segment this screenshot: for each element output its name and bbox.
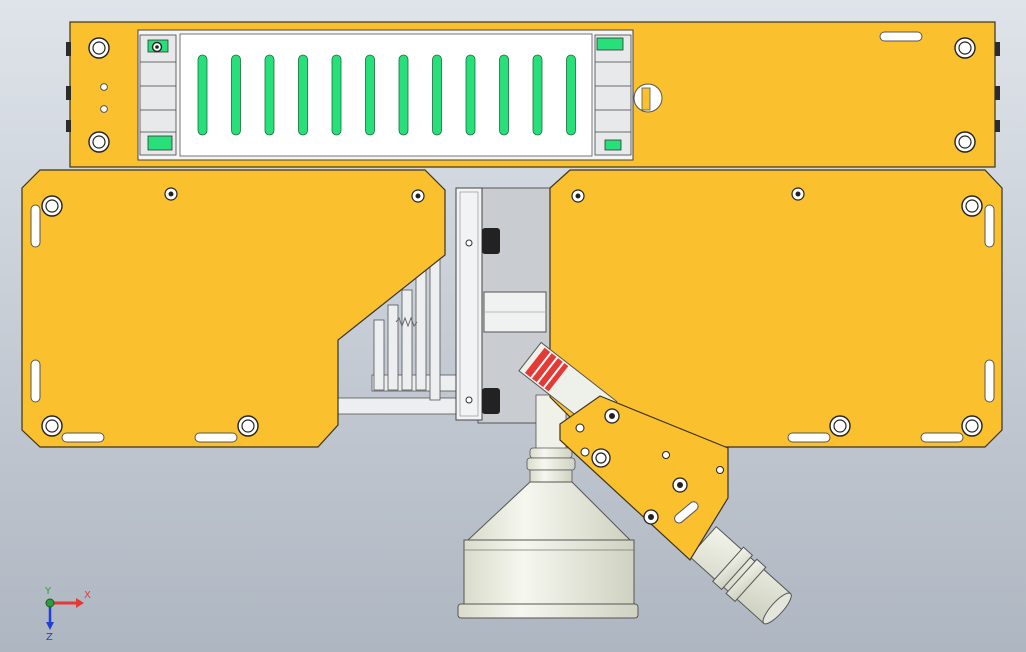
vent-slot [532, 54, 543, 136]
bolt-icon [672, 477, 688, 493]
nozzle-tube[interactable] [687, 524, 797, 629]
z-axis-label: Z [46, 632, 53, 643]
vent-slots [197, 54, 576, 136]
vent-slot [231, 54, 241, 136]
bolt-icon [716, 466, 724, 474]
bolt-icon [41, 415, 63, 437]
vent-slot [398, 54, 409, 136]
linear-rail-carriage[interactable] [137, 29, 634, 161]
bolt-icon [575, 423, 585, 433]
vent-slot [465, 54, 476, 136]
slot-hole [879, 31, 923, 42]
vent-slot [197, 54, 208, 136]
screw-icon [164, 187, 178, 201]
y-axis-label: Y [44, 586, 52, 597]
bolt-icon [580, 447, 590, 457]
vent-slot [331, 54, 342, 136]
bolt-icon [88, 131, 110, 153]
right-side-panel[interactable] [549, 169, 1003, 448]
screw-icon [791, 187, 805, 201]
bolt-icon [954, 37, 976, 59]
vent-slot [566, 54, 576, 136]
left-side-panel[interactable] [21, 169, 446, 448]
bolt-icon [604, 408, 620, 424]
vent-slot [499, 54, 509, 136]
x-axis-label: X [84, 590, 91, 601]
bolt-icon [961, 415, 983, 437]
bolt-icon [662, 451, 670, 459]
screw-icon [571, 189, 585, 203]
bolt-icon [961, 195, 983, 217]
bolt-icon [829, 415, 851, 437]
vent-slot [298, 54, 308, 136]
side-panel-bolts [41, 187, 983, 437]
bolt-icon [954, 131, 976, 153]
vent-slot [365, 54, 375, 136]
y-axis-dot [45, 598, 55, 608]
vent-slot [264, 54, 275, 136]
coordinate-triad[interactable]: X Y Z [44, 586, 91, 643]
bolt-icon [591, 448, 611, 468]
angled-bracket[interactable] [518, 341, 797, 629]
bolt-icon [643, 509, 659, 525]
screw-icon [411, 189, 425, 203]
bolt-icon [41, 195, 63, 217]
top-plate-bolts [88, 37, 976, 153]
funnel-cone[interactable] [457, 447, 639, 619]
bolt-icon [237, 415, 259, 437]
vent-slot [432, 54, 442, 136]
bolt-icon [88, 37, 110, 59]
